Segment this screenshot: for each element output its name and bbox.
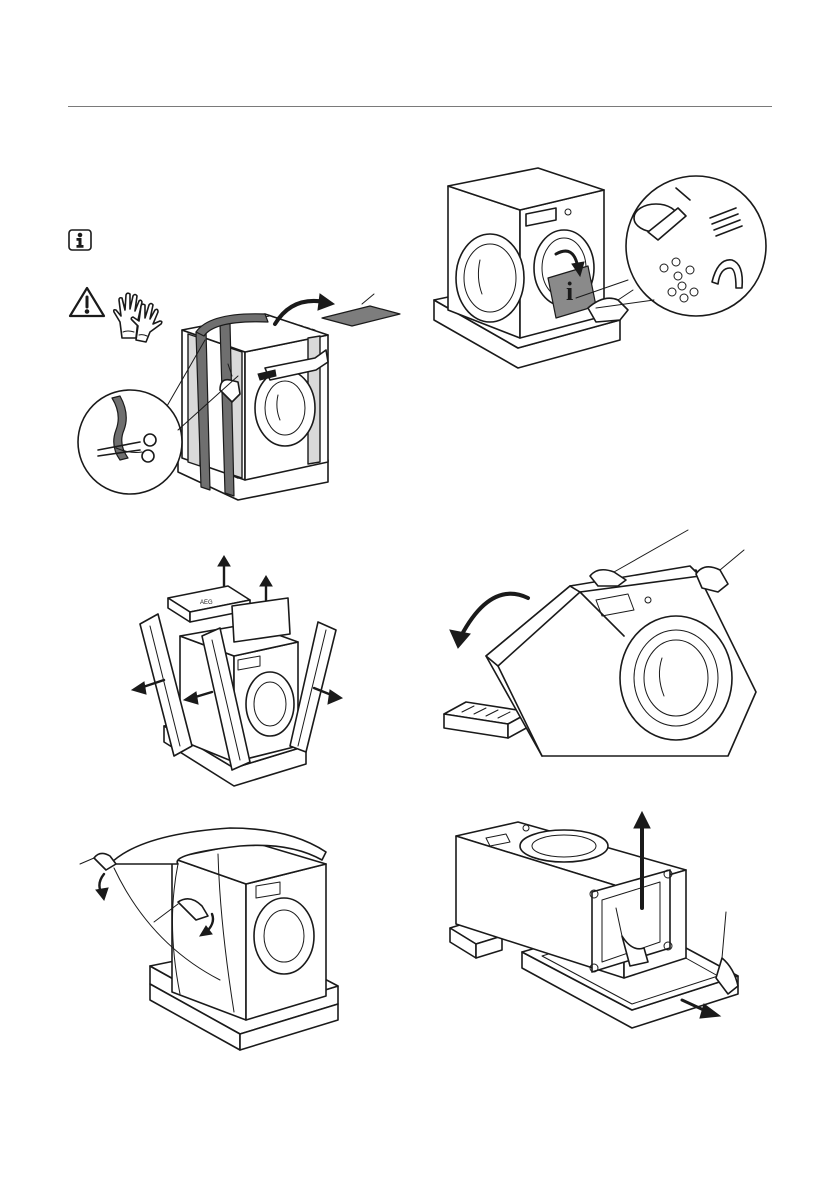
illustration-accessories: i: [428, 160, 768, 395]
illustration-tilt-machine: [438, 526, 768, 756]
illustration-remove-foil: [80, 824, 350, 1056]
svg-text:i: i: [566, 277, 573, 306]
brand-mark: AEG: [200, 600, 213, 606]
illustration-cut-straps: [70, 290, 420, 515]
illustration-remove-base: [446, 808, 746, 1030]
header-rule: [68, 106, 772, 107]
illustration-remove-polystyrene: AEG: [130, 556, 360, 796]
info-icon: [68, 229, 92, 251]
